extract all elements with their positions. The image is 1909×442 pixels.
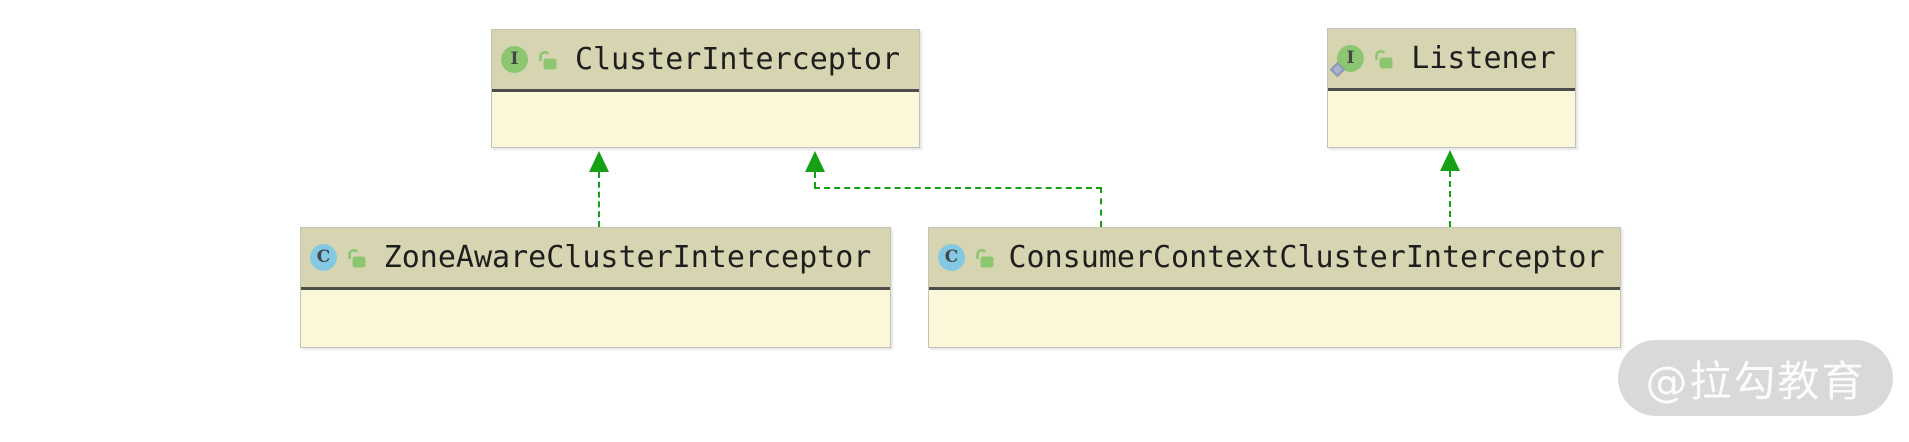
inheritance-arrowhead[interactable] xyxy=(805,151,825,172)
edge-segment-horizontal[interactable] xyxy=(814,187,1102,189)
watermark-badge: @拉勾教育 xyxy=(1618,340,1893,416)
node-header: C ZoneAwareClusterInterceptor xyxy=(301,228,890,290)
interface-icon-circle: I xyxy=(501,46,528,73)
node-body xyxy=(929,290,1620,347)
unlocked-padlock-icon xyxy=(535,48,559,72)
interface-icon-circle: I xyxy=(1337,45,1364,72)
inheritance-arrowhead[interactable] xyxy=(1440,150,1460,171)
unlocked-padlock-icon xyxy=(1371,47,1395,71)
node-label: Listener xyxy=(1411,41,1556,76)
class-icon: C xyxy=(310,244,337,271)
watermark-text: @拉勾教育 xyxy=(1645,356,1866,406)
class-icon-circle: C xyxy=(938,244,965,271)
interface-icon: I xyxy=(501,46,528,73)
node-header: I ClusterInterceptor xyxy=(492,30,919,92)
inheritance-arrowhead[interactable] xyxy=(589,151,609,172)
node-cluster-interceptor[interactable]: I ClusterInterceptor xyxy=(491,29,920,148)
unlocked-padlock-icon xyxy=(972,246,996,270)
node-label: ConsumerContextClusterInterceptor xyxy=(1008,240,1605,275)
node-label: ZoneAwareClusterInterceptor xyxy=(383,240,872,275)
node-consumer-context-cluster-interceptor[interactable]: C ConsumerContextClusterInterceptor xyxy=(928,227,1621,348)
node-body xyxy=(301,290,890,347)
edge-segment-vertical[interactable] xyxy=(1449,171,1451,227)
node-listener[interactable]: I Listener xyxy=(1327,28,1576,148)
node-body xyxy=(492,92,919,147)
class-icon-circle: C xyxy=(310,244,337,271)
edge-segment-vertical[interactable] xyxy=(1100,187,1102,227)
edge-segment-vertical[interactable] xyxy=(598,172,600,227)
node-zone-aware-cluster-interceptor[interactable]: C ZoneAwareClusterInterceptor xyxy=(300,227,891,348)
node-body xyxy=(1328,91,1575,147)
class-icon: C xyxy=(938,244,965,271)
interface-icon: I xyxy=(1329,45,1364,78)
node-label: ClusterInterceptor xyxy=(574,42,901,77)
node-header: C ConsumerContextClusterInterceptor xyxy=(929,228,1620,290)
node-header: I Listener xyxy=(1328,29,1575,91)
edge-segment-vertical[interactable] xyxy=(814,172,816,188)
unlocked-padlock-icon xyxy=(344,246,368,270)
